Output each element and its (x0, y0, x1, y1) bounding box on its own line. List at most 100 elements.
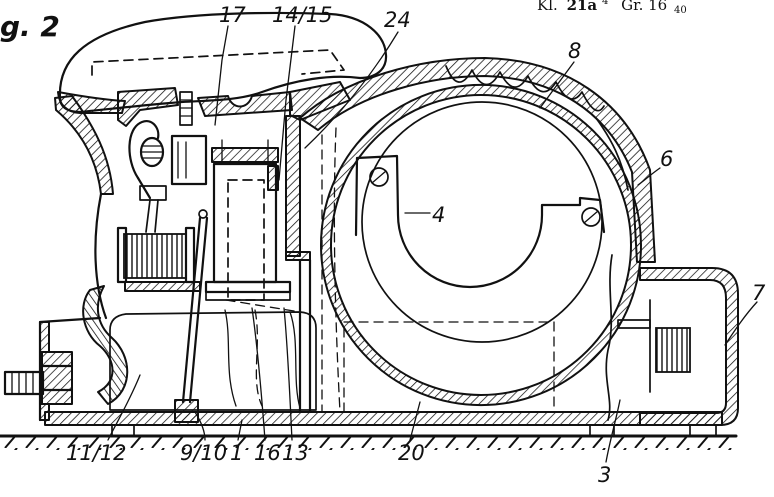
gong-spring-scallops (445, 65, 605, 112)
coil-connection-hidden (225, 299, 301, 313)
group-subscript: 40 (674, 5, 687, 16)
leader-6 (637, 167, 661, 186)
cord (82, 285, 129, 405)
leader-9-10 (194, 411, 206, 441)
cable-gland-nut (40, 351, 74, 405)
leader-1 (237, 419, 243, 441)
base-plate-section (44, 411, 723, 426)
gong-inner-edge (595, 117, 629, 191)
switch-bracket (139, 185, 167, 201)
leader-11-12 (107, 374, 141, 441)
cable-plug (3, 370, 45, 396)
numeral-17: 17 (219, 3, 246, 27)
right-housing-wall (639, 267, 739, 426)
numeral-24: 24 (384, 8, 411, 32)
numeral-16: 16 (254, 441, 281, 465)
cup-contour (289, 311, 301, 409)
leader-8 (539, 61, 575, 109)
numeral-7: 7 (752, 281, 766, 305)
class-superscript: 4 (602, 0, 608, 7)
coil-end-plate-left (116, 226, 128, 284)
switch-wire (145, 199, 151, 233)
inner-wall-hidden (333, 127, 341, 413)
foot-right (689, 424, 717, 437)
cradle (117, 81, 351, 127)
handset-hidden-outline (91, 49, 345, 76)
partition (285, 115, 341, 414)
rod-edge (188, 216, 209, 404)
hook-spring (139, 136, 165, 168)
reference-numerals: 17 14/15 24 8 6 4 7 11/12 9/10 1 16 13 2… (66, 3, 766, 487)
numeral-13: 13 (282, 441, 309, 465)
numeral-1: 1 (230, 441, 243, 465)
leader-16 (251, 307, 266, 441)
numeral-11-12: 11/12 (66, 441, 127, 465)
left-housing-wall-lower (39, 403, 50, 421)
partition-wall (285, 115, 301, 257)
hook-switch (128, 120, 208, 233)
coil-assembly (204, 139, 301, 313)
contact-block (170, 134, 208, 186)
numeral-9-10: 9/10 (180, 441, 227, 465)
ground-hatching (0, 437, 736, 450)
partition-foot (285, 251, 311, 261)
base-plate (44, 411, 723, 437)
section-break-line (605, 254, 613, 421)
switch-wire (154, 199, 159, 233)
leader-lines (107, 25, 758, 463)
hidden-box (343, 321, 555, 413)
coil-body (212, 162, 278, 284)
numeral-4: 4 (432, 203, 445, 227)
numeral-20: 20 (398, 441, 425, 465)
numeral-8: 8 (568, 39, 581, 63)
rod-edge (181, 216, 202, 404)
handset-earpiece-section (57, 91, 126, 114)
class-prefix: Kl. (537, 0, 558, 14)
leader-3 (605, 399, 621, 463)
right-coil (655, 327, 691, 373)
numeral-6: 6 (660, 147, 673, 171)
leader-7 (724, 301, 758, 346)
numeral-3: 3 (598, 463, 611, 487)
leader-14-15 (278, 25, 296, 181)
leader-13 (283, 307, 293, 441)
group-number: Gr. 16 (621, 0, 667, 14)
rod-pivot (198, 209, 208, 219)
foot-middle (589, 424, 615, 437)
screw-left (369, 167, 389, 187)
rod-knob (174, 399, 199, 423)
left-body-wall (54, 95, 114, 195)
coil-base-bracket (124, 281, 201, 292)
coil-end-plate-right (184, 226, 196, 284)
leader-17 (214, 25, 229, 126)
classification-header: Kl. 21a 4 Gr. 16 40 (537, 0, 687, 16)
winding-block (116, 226, 201, 292)
coil-base-plate (204, 280, 292, 294)
cup-contour-hidden (254, 309, 263, 407)
right-housing (617, 267, 739, 426)
plug-body (3, 370, 45, 396)
numeral-14-15: 14/15 (272, 3, 333, 27)
screw-right (581, 207, 601, 227)
left-housing-wall-upper (39, 321, 50, 353)
right-plate (617, 319, 651, 329)
leader-24 (304, 31, 399, 149)
outer-ring (320, 84, 642, 406)
screw-right-slot (583, 210, 599, 224)
left-lower-housing (38, 316, 102, 422)
coil-terminal (267, 165, 279, 191)
left-body-outline (94, 192, 108, 320)
dome-housing (299, 57, 656, 263)
bracket-part (354, 154, 606, 289)
coil-mounting-plate (205, 291, 291, 301)
actuating-rod (174, 209, 209, 423)
coil-clamp (211, 147, 279, 163)
screw-left-slot (371, 170, 387, 184)
gland-nut-section (41, 351, 73, 405)
hook-lever (128, 120, 160, 180)
bracket-outline (354, 154, 606, 289)
coil-winding (123, 233, 187, 279)
cup-contour (224, 309, 237, 407)
hook-lever-arm (136, 176, 152, 200)
